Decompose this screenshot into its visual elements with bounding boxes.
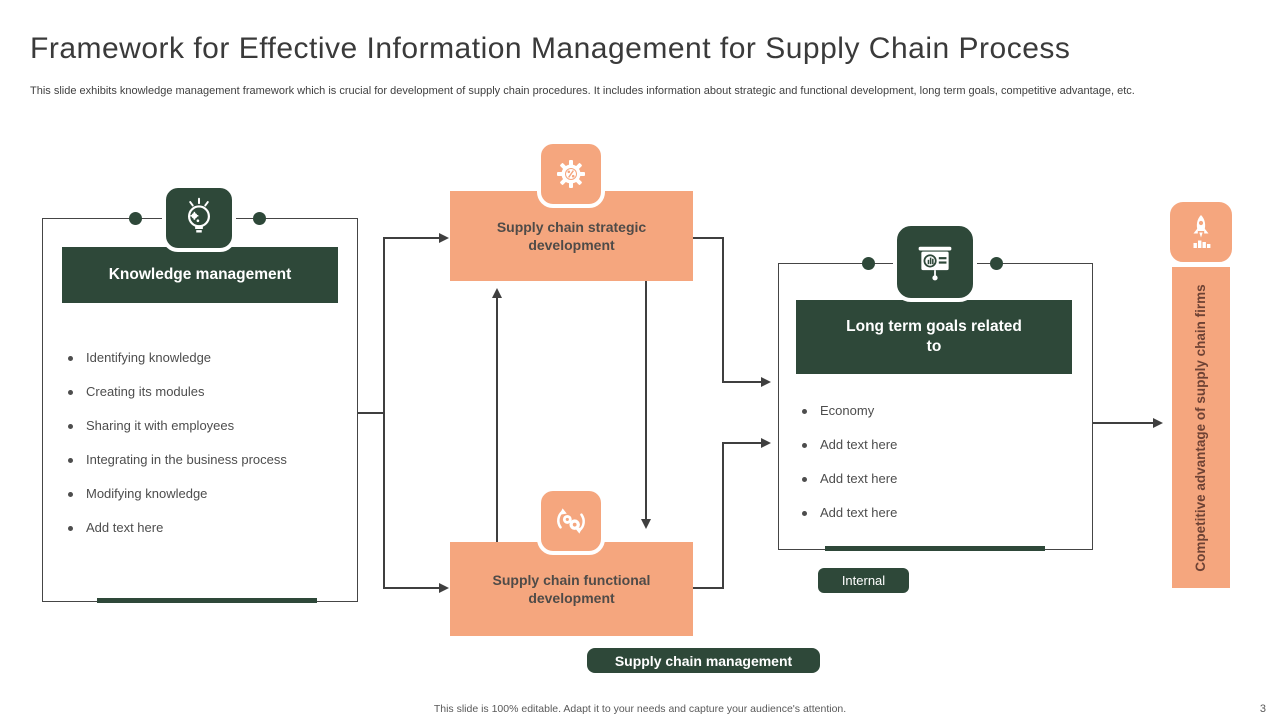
- gear-icon: [537, 140, 605, 208]
- connector-dot: [253, 212, 266, 225]
- page-subtitle: This slide exhibits knowledge management…: [30, 85, 1135, 97]
- rocket-icon: [1167, 199, 1235, 265]
- list-item: Economy: [796, 403, 1076, 418]
- long-term-goals-header: Long term goals related to: [796, 300, 1072, 374]
- page-number: 3: [1259, 703, 1266, 715]
- competitive-advantage-bar: [1172, 267, 1230, 588]
- connector-line: [722, 442, 724, 589]
- internal-badge: Internal: [818, 568, 909, 593]
- arrowhead: [1153, 418, 1163, 428]
- connector-line: [722, 442, 762, 444]
- connector-line: [693, 587, 724, 589]
- arrowhead: [761, 377, 771, 387]
- connector-line: [1093, 422, 1155, 424]
- connector-line: [693, 237, 724, 239]
- list-item: Add text here: [796, 505, 1076, 520]
- connector-line: [383, 237, 385, 588]
- arrowhead: [641, 519, 651, 529]
- connector-dot: [862, 257, 875, 270]
- list-item: Identifying knowledge: [62, 350, 358, 365]
- page-title: Framework for Effective Information Mana…: [30, 32, 1071, 65]
- process-gears-icon: [537, 487, 605, 555]
- presentation-chart-icon: [893, 222, 977, 302]
- connector-dot: [990, 257, 1003, 270]
- list-item: Integrating in the business process: [62, 452, 358, 467]
- list-item: Add text here: [796, 437, 1076, 452]
- goals-bullet-list: Economy Add text here Add text here Add …: [796, 403, 1076, 539]
- knowledge-bullet-list: Identifying knowledge Creating its modul…: [62, 350, 358, 554]
- arrowhead: [439, 233, 449, 243]
- connector-line: [496, 296, 498, 542]
- knowledge-management-header: Knowledge management: [62, 247, 338, 303]
- list-item: Modifying knowledge: [62, 486, 358, 501]
- connector-dot: [129, 212, 142, 225]
- connector-line: [722, 237, 724, 383]
- panel-accent-line: [97, 598, 317, 603]
- arrowhead: [439, 583, 449, 593]
- panel-accent-line: [825, 546, 1045, 551]
- connector-line: [722, 381, 762, 383]
- connector-line: [645, 281, 647, 521]
- connector-line: [358, 412, 384, 414]
- footer-note: This slide is 100% editable. Adapt it to…: [433, 703, 847, 715]
- list-item: Add text here: [796, 471, 1076, 486]
- supply-chain-functional-box: Supply chain functional development: [450, 542, 693, 636]
- list-item: Add text here: [62, 520, 358, 535]
- list-item: Creating its modules: [62, 384, 358, 399]
- lightbulb-gear-icon: [162, 184, 236, 252]
- list-item: Sharing it with employees: [62, 418, 358, 433]
- arrowhead: [492, 288, 502, 298]
- supply-chain-management-badge: Supply chain management: [587, 648, 820, 673]
- connector-line: [383, 587, 440, 589]
- arrowhead: [761, 438, 771, 448]
- connector-line: [383, 237, 440, 239]
- competitive-advantage-label: Competitive advantage of supply chain fi…: [1192, 284, 1208, 572]
